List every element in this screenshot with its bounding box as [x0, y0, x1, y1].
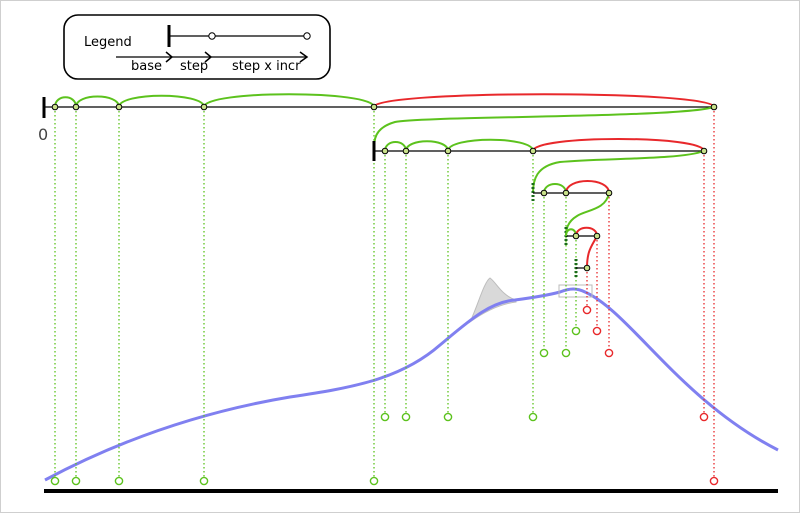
- sample-marker: [604, 348, 614, 358]
- sample-marker: [401, 412, 411, 422]
- function-curve: [44, 287, 779, 482]
- probe-node: [710, 103, 718, 111]
- sample-marker: [571, 326, 581, 336]
- search-level-2: [372, 106, 715, 161]
- probe-node: [72, 103, 80, 111]
- sample-marker: [380, 412, 390, 422]
- probe-node: [402, 147, 410, 155]
- legend-arrow-1: [165, 51, 174, 63]
- sample-marker: [71, 476, 81, 486]
- probe-node: [444, 147, 452, 155]
- probe-node: [370, 103, 378, 111]
- legend: Legend base step step x incr: [63, 14, 331, 80]
- legend-box: [63, 14, 331, 80]
- probe-node: [583, 264, 591, 272]
- sample-marker: [582, 305, 592, 315]
- sample-marker: [369, 476, 379, 486]
- legend-base-label: base: [131, 59, 162, 74]
- search-level-1: 0: [38, 93, 715, 144]
- search-level-4: [564, 192, 610, 245]
- probe-node: [200, 103, 208, 111]
- probe-node: [381, 147, 389, 155]
- sample-marker: [561, 348, 571, 358]
- sample-marker: [114, 476, 124, 486]
- sample-marker: [443, 412, 453, 422]
- probe-node: [529, 147, 537, 155]
- search-nodes: [51, 103, 718, 272]
- zero-label: 0: [38, 125, 48, 144]
- probe-node: [51, 103, 59, 111]
- sample-marker: [528, 412, 538, 422]
- sample-markers: [50, 305, 719, 486]
- probe-node: [593, 232, 601, 240]
- legend-incr-label: step x incr: [232, 59, 301, 74]
- probe-node: [115, 103, 123, 111]
- sample-marker: [539, 348, 549, 358]
- probe-node: [572, 232, 580, 240]
- sample-marker: [709, 476, 719, 486]
- search-level-3: [531, 150, 705, 203]
- probe-node: [605, 189, 613, 197]
- sample-marker: [50, 476, 60, 486]
- sample-marker: [592, 326, 602, 336]
- legend-arrow-2: [204, 51, 213, 63]
- drop-lines: [54, 107, 715, 478]
- legend-step-point: [208, 32, 216, 40]
- legend-incr-point: [303, 32, 311, 40]
- legend-title: Legend: [84, 35, 132, 50]
- legend-arrow-3: [299, 51, 309, 63]
- sample-marker: [199, 476, 209, 486]
- probe-node: [562, 189, 570, 197]
- probe-node: [540, 189, 548, 197]
- sample-marker: [699, 412, 709, 422]
- probe-node: [700, 147, 708, 155]
- legend-step-label: step: [180, 59, 208, 74]
